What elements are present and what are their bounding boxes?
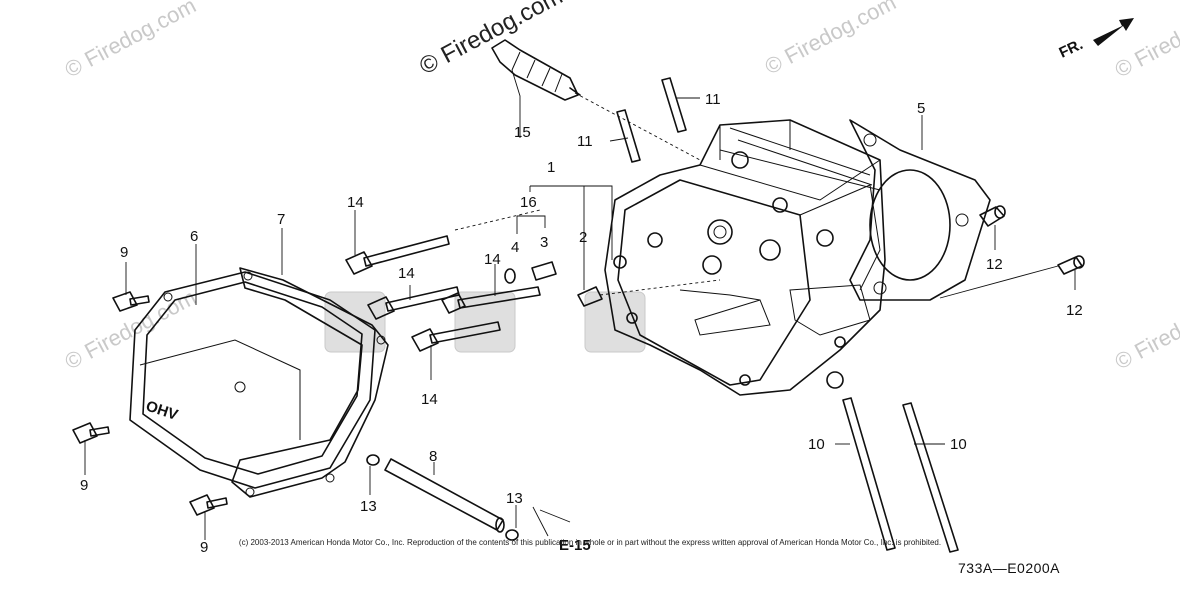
callout-1: 1 [547,159,555,176]
callout-4: 4 [511,239,519,256]
callout-14: 14 [347,194,364,211]
callout-3: 3 [540,234,548,251]
watermark-main: © Firedog.com [415,0,567,80]
head-cover: OHV [129,271,376,497]
callout-10: 10 [950,436,967,453]
fr-label: FR. [1057,36,1086,62]
callout-13: 13 [360,498,377,515]
watermark: © Firedog.com [61,0,200,82]
callout-5: 5 [917,100,925,117]
fr-arrow-icon [1093,18,1134,46]
callout-16: 16 [520,194,537,211]
callout-13: 13 [506,490,523,507]
callout-14: 14 [484,251,501,268]
studs-11 [616,77,687,163]
callout-9: 9 [80,477,88,494]
callout-7: 7 [277,211,285,228]
ohv-emboss: OHV [144,398,180,424]
callout-9: 9 [200,539,208,556]
callout-10: 10 [808,436,825,453]
callout-14: 14 [398,265,415,282]
copyright-notice: (c) 2003-2013 American Honda Motor Co., … [238,538,942,547]
reference-label: E-15 [559,537,591,554]
callout-12: 12 [1066,302,1083,319]
cylinder-head [604,119,886,396]
bolts-9 [72,291,228,516]
callout-8: 8 [429,448,437,465]
callout-2: 2 [579,229,587,246]
dowel-pins-12 [979,205,1085,275]
watermark: © Firedog.com [761,0,900,79]
watermark: © Firedog.com [1111,284,1180,374]
watermark: © Firedog.com [1111,0,1180,82]
callout-14: 14 [421,391,438,408]
callout-6: 6 [190,228,198,245]
valve-parts [504,261,603,307]
breather-tube [366,454,519,541]
leader-lines [84,69,1076,540]
studs-10 [842,397,959,553]
cylinder-head-gasket [849,119,991,301]
callout-15: 15 [514,124,531,141]
head-cover-gasket [231,267,389,498]
diagram-code: 733A—E0200A [958,560,1061,576]
callout-9: 9 [120,244,128,261]
callout-11: 11 [577,133,593,150]
callout-11: 11 [705,91,721,108]
bolts-14 [345,235,541,352]
spark-plug [491,39,581,101]
watermark: © Firedog.com [61,284,200,374]
callout-12: 12 [986,256,1003,273]
callout-labels: 1 2 3 4 5 6 7 8 9 9 9 10 10 11 11 12 12 … [80,91,1083,556]
